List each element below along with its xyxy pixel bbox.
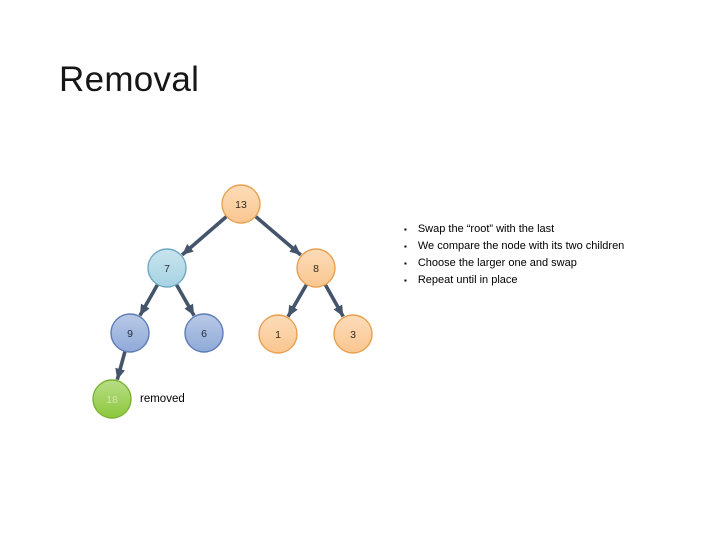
- node-circle-13: [221, 184, 261, 224]
- node-label-8: 8: [313, 263, 319, 275]
- bullet-list: ▪ Swap the “root” with the last ▪ We compar…: [404, 221, 624, 289]
- node-circle-7: [147, 248, 187, 288]
- bullet-marker: ▪: [404, 276, 407, 285]
- node-circle-9: [110, 313, 150, 353]
- tree-node-18: 18: [92, 379, 132, 419]
- bullet-marker: ▪: [404, 242, 407, 251]
- tree-edge-13-8: [253, 214, 302, 257]
- bullet-text: Repeat until in place: [417, 274, 518, 286]
- tree-node-1: 1: [258, 314, 298, 354]
- node-label-6: 6: [201, 328, 207, 340]
- tree-edge-8-3: [323, 282, 345, 318]
- bullet-text: Choose the larger one and swap: [417, 257, 577, 269]
- node-circle-18: [92, 379, 132, 419]
- node-circle-8: [296, 248, 336, 288]
- bullet-item: ▪ We compare the node with its two childr…: [404, 238, 624, 255]
- bullet-item: ▪ Choose the larger one and swap: [404, 255, 624, 272]
- node-label-7: 7: [164, 263, 170, 275]
- removed-label: removed: [140, 393, 185, 405]
- bullet-item: ▪ Swap the “root” with the last: [404, 221, 624, 238]
- node-label-3: 3: [350, 329, 356, 341]
- node-label-13: 13: [235, 199, 247, 211]
- tree-node-3: 3: [333, 314, 373, 354]
- slide-title: Removal: [59, 60, 200, 99]
- tree-edge-13-7: [180, 214, 229, 257]
- tree-edge-9-18: [115, 349, 128, 381]
- node-circle-1: [258, 314, 298, 354]
- tree-node-9: 9: [110, 313, 150, 353]
- tree-node-8: 8: [296, 248, 336, 288]
- tree-edge-7-6: [174, 282, 196, 317]
- node-label-1: 1: [275, 329, 281, 341]
- tree-edge-8-1: [286, 282, 309, 318]
- bullet-marker: ▪: [404, 259, 407, 268]
- node-label-18: 18: [106, 394, 118, 406]
- node-circle-6: [184, 313, 224, 353]
- bullet-text: Swap the “root” with the last: [417, 223, 555, 235]
- tree-node-7: 7: [147, 248, 187, 288]
- bullet-text: We compare the node with its two childre…: [417, 240, 625, 252]
- node-circle-3: [333, 314, 373, 354]
- tree-edge-7-9: [138, 282, 160, 317]
- bullet-item: ▪ Repeat until in place: [404, 272, 624, 289]
- node-label-9: 9: [127, 328, 133, 340]
- tree-node-6: 6: [184, 313, 224, 353]
- bullet-marker: ▪: [404, 225, 407, 234]
- tree-node-13: 13: [221, 184, 261, 224]
